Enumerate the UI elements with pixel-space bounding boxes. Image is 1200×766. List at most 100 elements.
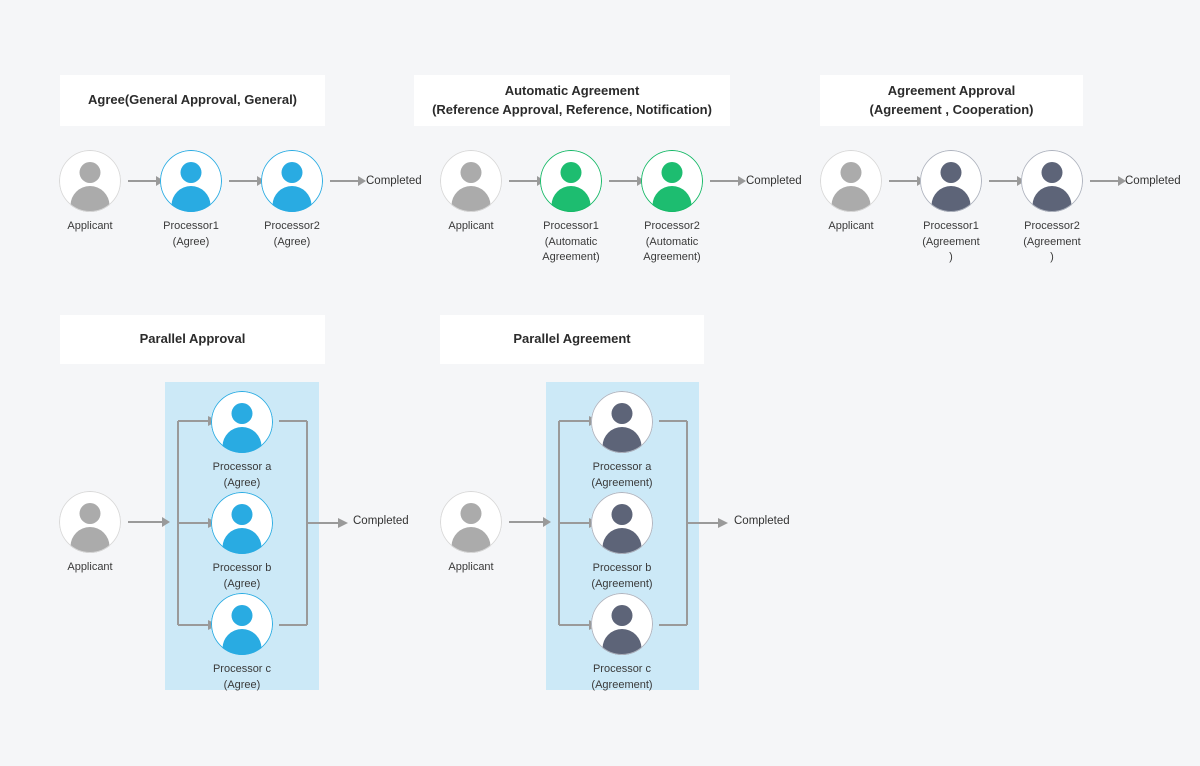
node-label: Processor c (Agreement) [591,663,653,691]
user-avatar-icon [820,150,882,212]
node-applicant-d3[interactable]: Applicant [819,150,883,235]
node-processor-a-d5[interactable]: Processor a (Agreement) [590,391,654,491]
avatar-body-shape [551,186,591,212]
node-applicant-d5[interactable]: Applicant [439,491,503,576]
avatar-body-shape [70,186,110,212]
user-avatar-icon [641,150,703,212]
avatar-body-shape [451,527,491,553]
user-avatar-icon [211,593,273,655]
arrow-shaft [509,180,537,182]
arrow-shaft [609,180,637,182]
avatar-head-shape [79,162,101,183]
avatar-body-shape [652,186,692,212]
user-avatar-icon [591,593,653,655]
avatar-head-shape [79,503,101,524]
node-processor1-d3[interactable]: Processor1 (Agreement ) [919,150,983,266]
avatar-body-shape [222,427,262,453]
avatar-body-shape [70,527,110,553]
user-avatar-icon [211,492,273,554]
avatar-body-shape [931,186,971,212]
arrow-shaft [128,180,156,182]
user-avatar-icon [591,391,653,453]
user-avatar-icon [440,150,502,212]
user-avatar-icon [261,150,323,212]
avatar-head-shape [611,605,633,626]
arrow-head-icon [738,176,746,186]
parallel-merge-bracket-agreement [659,420,728,626]
avatar-body-shape [602,528,642,554]
avatar-body-shape [602,427,642,453]
flow-arrow [128,517,170,527]
user-avatar-icon [59,491,121,553]
parallel-split-bracket-approval [177,416,218,630]
arrow-shaft [229,180,257,182]
node-label: Processor c (Agree) [212,663,272,691]
avatar-body-shape [1032,186,1072,212]
node-label: Processor2 (Automatic Agreement) [643,220,701,264]
node-applicant-d4[interactable]: Applicant [58,491,122,576]
avatar-head-shape [460,162,482,183]
avatar-head-shape [231,403,253,424]
diagram-title-box-agree-general-approval: Agree(General Approval, General) [60,75,325,126]
diagram-title-box-parallel-agreement: Parallel Agreement [440,315,704,364]
avatar-head-shape [281,162,303,183]
diagram-title: Agreement Approval (Agreement , Cooperat… [869,82,1034,117]
diagram-title: Agree(General Approval, General) [87,92,298,108]
avatar-head-shape [661,162,683,183]
node-processor-b-d4[interactable]: Processor b (Agree) [210,492,274,592]
avatar-head-shape [460,503,482,524]
node-processor1-d1[interactable]: Processor1 (Agree) [159,150,223,250]
node-label: Applicant [448,561,494,573]
arrow-head-icon [1118,176,1126,186]
node-label: Processor a (Agree) [212,461,272,489]
diagram-title-box-parallel-approval: Parallel Approval [60,315,325,364]
user-avatar-icon [1021,150,1083,212]
node-label: Applicant [67,220,113,232]
arrow-head-icon [358,176,366,186]
diagram-title-box-agreement-approval: Agreement Approval (Agreement , Cooperat… [820,75,1083,126]
user-avatar-icon [591,492,653,554]
node-processor2-d3[interactable]: Processor2 (Agreement ) [1020,150,1084,266]
avatar-body-shape [222,629,262,655]
node-processor-c-d4[interactable]: Processor c (Agree) [210,593,274,693]
node-processor2-d1[interactable]: Processor2 (Agree) [260,150,324,250]
arrow-head-icon [543,517,551,527]
flow-arrow [1090,176,1126,186]
user-avatar-icon [59,150,121,212]
node-applicant-d2[interactable]: Applicant [439,150,503,235]
node-label: Processor2 (Agreement ) [1023,220,1081,264]
arrow-shaft [710,180,738,182]
node-processor1-d2[interactable]: Processor1 (Automatic Agreement) [539,150,603,266]
avatar-body-shape [171,186,211,212]
node-processor2-d2[interactable]: Processor2 (Automatic Agreement) [640,150,704,266]
node-label: Applicant [448,220,494,232]
avatar-head-shape [231,504,253,525]
user-avatar-icon [160,150,222,212]
node-processor-a-d4[interactable]: Processor a (Agree) [210,391,274,491]
avatar-head-shape [940,162,962,183]
node-processor-b-d5[interactable]: Processor b (Agreement) [590,492,654,592]
node-label: Applicant [828,220,874,232]
diagram-title: Parallel Agreement [513,331,631,347]
avatar-body-shape [272,186,312,212]
avatar-head-shape [560,162,582,183]
node-label: Processor1 (Agreement ) [922,220,980,264]
flow-arrow [710,176,746,186]
completed-label-d4: Completed [353,515,409,527]
diagram-title-box-automatic-agreement: Automatic Agreement (Reference Approval,… [414,75,730,126]
node-applicant-d1[interactable]: Applicant [58,150,122,235]
node-processor-c-d5[interactable]: Processor c (Agreement) [590,593,654,693]
avatar-head-shape [1041,162,1063,183]
arrow-shaft [1090,180,1118,182]
parallel-merge-bracket-approval [279,420,348,626]
avatar-head-shape [840,162,862,183]
diagram-title: Automatic Agreement (Reference Approval,… [432,82,712,117]
arrow-shaft [509,521,543,523]
arrow-shaft [989,180,1017,182]
node-label: Applicant [67,561,113,573]
completed-label-d3: Completed [1125,175,1181,187]
avatar-head-shape [611,504,633,525]
completed-label-d2: Completed [746,175,802,187]
node-label: Processor1 (Automatic Agreement) [542,220,600,264]
completed-label-d5: Completed [734,515,790,527]
